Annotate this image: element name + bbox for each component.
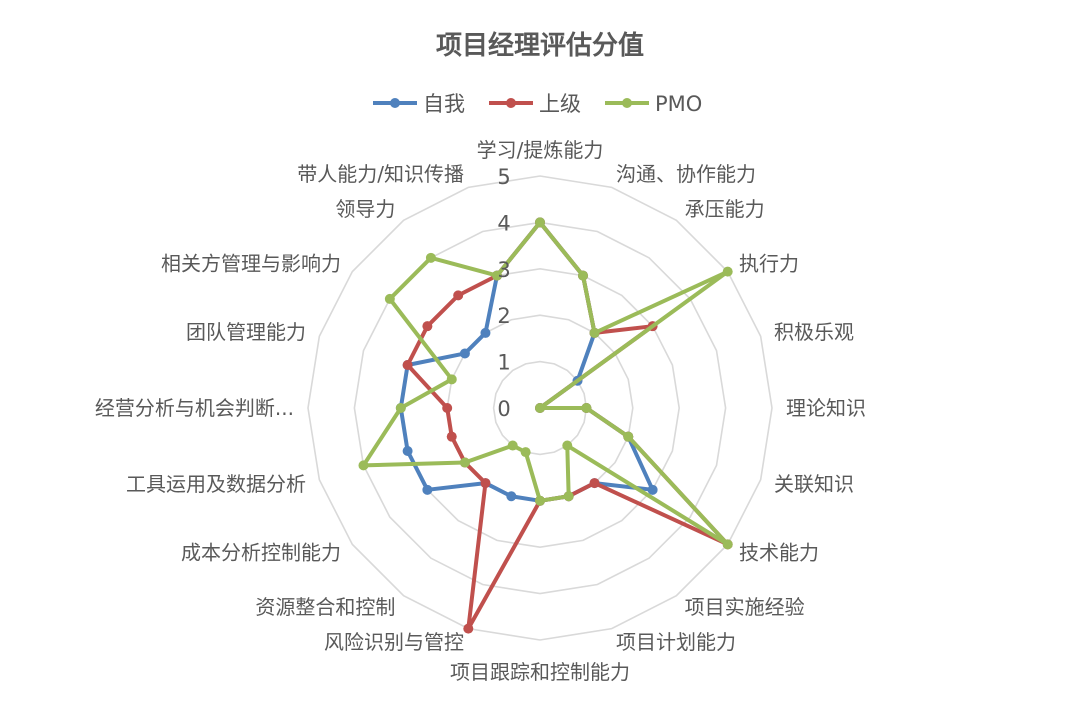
data-point [422,321,433,332]
legend-label: 自我 [423,92,465,116]
data-point [535,495,545,506]
category-label: 关联知识 [774,472,854,496]
chart-title: 项目经理评估分值 [436,30,644,61]
tick-label: 0 [497,397,510,421]
legend-marker [390,98,400,108]
data-point [491,270,502,281]
category-label: 项目计划能力 [616,630,736,654]
legend-label: PMO [655,92,702,116]
category-label: 承压能力 [685,197,765,221]
data-point [578,270,589,281]
category-label: 风险识别与管控 [324,630,464,654]
tick-label: 2 [497,304,510,328]
category-label: 项目跟踪和控制能力 [450,660,630,684]
data-point [358,460,369,471]
data-point [520,447,531,458]
category-label: 项目实施经验 [685,595,805,619]
legend-label: 上级 [539,92,581,116]
tick-label: 4 [497,211,510,235]
data-point [480,327,491,338]
series-line-1 [405,220,730,631]
data-point [459,457,470,468]
data-point [425,252,436,263]
legend-marker [622,98,632,108]
category-labels: 学习/提炼能力沟通、协作能力承压能力执行力积极乐观理论知识关联知识技术能力项目实… [95,138,866,684]
tick-label: 3 [497,258,510,282]
data-point [480,478,491,489]
data-point [446,374,457,385]
data-point [535,403,545,413]
data-point [384,293,395,304]
data-point [589,327,600,338]
data-point [506,491,517,502]
category-label: 沟通、协作能力 [616,162,756,186]
data-point [647,484,658,495]
data-point [623,431,634,442]
data-point [722,539,733,550]
radial-ticks: 0 1 2 3 4 5 [497,165,510,421]
category-label: 积极乐观 [774,320,854,344]
category-label: 团队管理能力 [186,320,306,344]
data-point [562,440,573,451]
data-point [563,491,574,502]
category-label: 领导力 [335,197,395,221]
legend-marker [506,98,516,108]
data-point [402,446,413,457]
data-point [459,348,470,359]
grid-ring-4 [353,221,727,595]
data-point [581,403,592,413]
data-point [507,440,518,451]
category-label: 理论知识 [786,396,866,420]
data-point [402,359,413,370]
category-label: 工具运用及数据分析 [126,472,306,496]
category-label: 成本分析控制能力 [181,541,341,565]
series-line-2 [361,220,730,547]
grid-ring-5 [307,175,773,641]
tick-label: 1 [497,351,510,375]
data-point [453,290,464,301]
legend: 自我 上级 PMO [373,92,702,116]
data-point [722,266,733,277]
data-point [422,484,433,495]
data-point [446,431,457,442]
category-label: 技术能力 [739,541,819,565]
data-point [589,478,600,489]
data-point [463,623,474,634]
data-point [535,217,545,228]
category-label: 带人能力/知识传播 [297,162,464,186]
tick-label: 5 [497,165,510,189]
data-point [442,403,453,413]
category-label: 执行力 [739,251,799,275]
category-label: 学习/提炼能力 [477,138,604,162]
category-label: 资源整合和控制 [255,595,395,619]
series-group [358,217,733,634]
category-label: 经营分析与机会判断... [95,396,294,420]
data-point [395,403,406,413]
category-label: 相关方管理与影响力 [161,251,341,275]
